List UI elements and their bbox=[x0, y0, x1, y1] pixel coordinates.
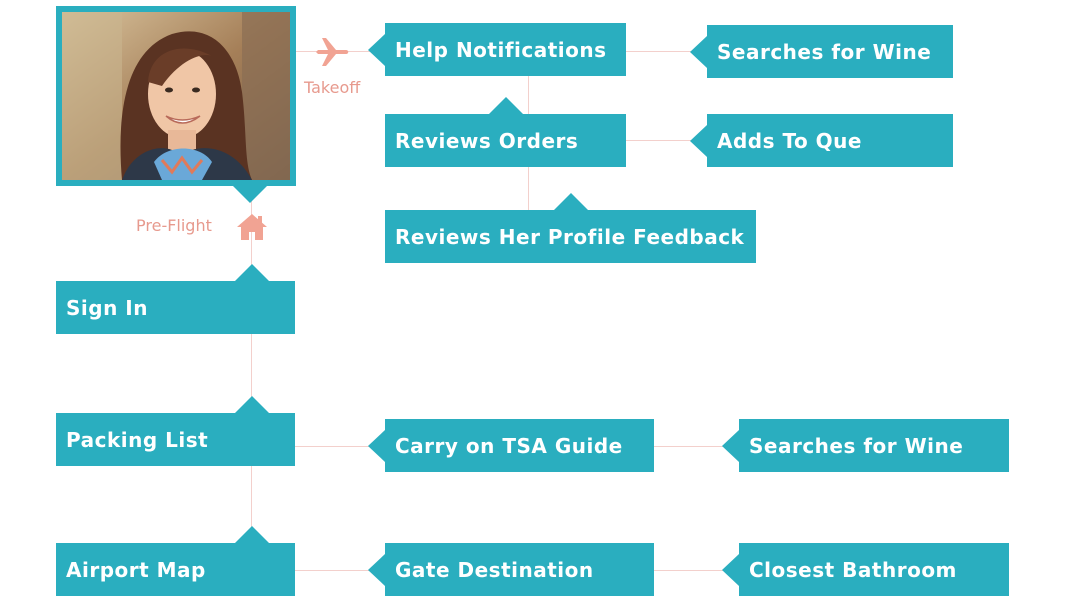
connector-packing-map bbox=[251, 466, 252, 544]
node-reviews-profile-feedback[interactable]: Reviews Her Profile Feedback bbox=[385, 193, 756, 263]
connector-photo-signin bbox=[251, 186, 252, 282]
connector-reviews-adds bbox=[626, 140, 706, 141]
node-airport-map[interactable]: Airport Map bbox=[56, 526, 295, 596]
airplane-icon bbox=[316, 36, 350, 72]
connector-gate-bathroom bbox=[654, 570, 738, 571]
connector-map-gate bbox=[295, 570, 385, 571]
house-icon bbox=[236, 213, 268, 245]
node-adds-to-que[interactable]: Adds To Que bbox=[690, 114, 953, 167]
node-reviews-orders[interactable]: Reviews Orders bbox=[385, 97, 626, 167]
connector-packing-carry bbox=[295, 446, 385, 447]
phase-label-takeoff: Takeoff bbox=[304, 78, 361, 97]
node-searches-for-wine-mid[interactable]: Searches for Wine bbox=[722, 419, 1009, 472]
user-photo bbox=[62, 12, 290, 180]
connector-help-wine bbox=[626, 51, 706, 52]
node-help-notifications[interactable]: Help Notifications bbox=[368, 23, 626, 76]
connector-carry-wine bbox=[654, 446, 738, 447]
node-gate-destination[interactable]: Gate Destination bbox=[368, 543, 654, 596]
phase-label-preflight: Pre-Flight bbox=[136, 216, 212, 235]
node-closest-bathroom[interactable]: Closest Bathroom bbox=[722, 543, 1009, 596]
user-photo-frame bbox=[56, 6, 296, 203]
node-carry-on-tsa-guide[interactable]: Carry on TSA Guide bbox=[368, 419, 654, 472]
node-packing-list[interactable]: Packing List bbox=[56, 396, 295, 466]
connector-reviews-profile bbox=[528, 167, 529, 211]
node-sign-in[interactable]: Sign In bbox=[56, 264, 295, 334]
connector-signin-packing bbox=[251, 334, 252, 414]
node-searches-for-wine-top[interactable]: Searches for Wine bbox=[690, 25, 953, 78]
connector-help-reviews bbox=[528, 76, 529, 116]
